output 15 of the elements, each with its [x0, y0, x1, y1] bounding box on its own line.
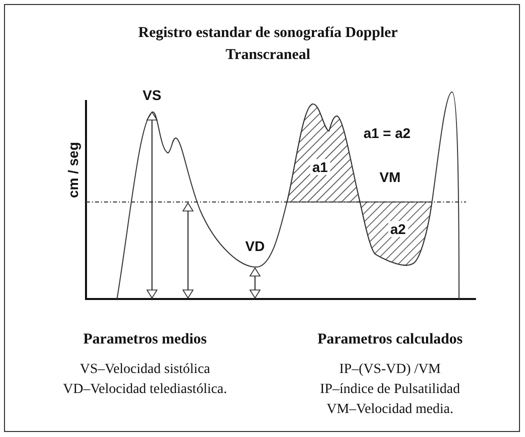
definition-text: VS–Velocidad sistólica: [80, 363, 210, 377]
section-heading: Parametros calculados: [317, 332, 463, 348]
chart-label: a1 = a2: [363, 126, 411, 140]
definition-text: IP–(VS-VD) /VM: [339, 363, 441, 377]
chart-label: VS: [142, 88, 162, 102]
diagram-title: Registro estandar de sonografía Doppler Transcraneal: [137, 24, 399, 65]
chart-label: VD: [245, 239, 265, 253]
section-heading: Parametros medios: [83, 332, 207, 348]
chart-label: VM: [380, 170, 400, 184]
axis-label: cm / seg: [66, 142, 80, 198]
definition-text: VM–Velocidad media.: [326, 403, 454, 417]
chart-label: a1: [310, 159, 330, 175]
chart-label: a2: [388, 221, 408, 237]
definition-text: IP–índice de Pulsatilidad: [320, 383, 460, 397]
definition-text: VD–Velocidad telediastólica.: [62, 383, 228, 397]
